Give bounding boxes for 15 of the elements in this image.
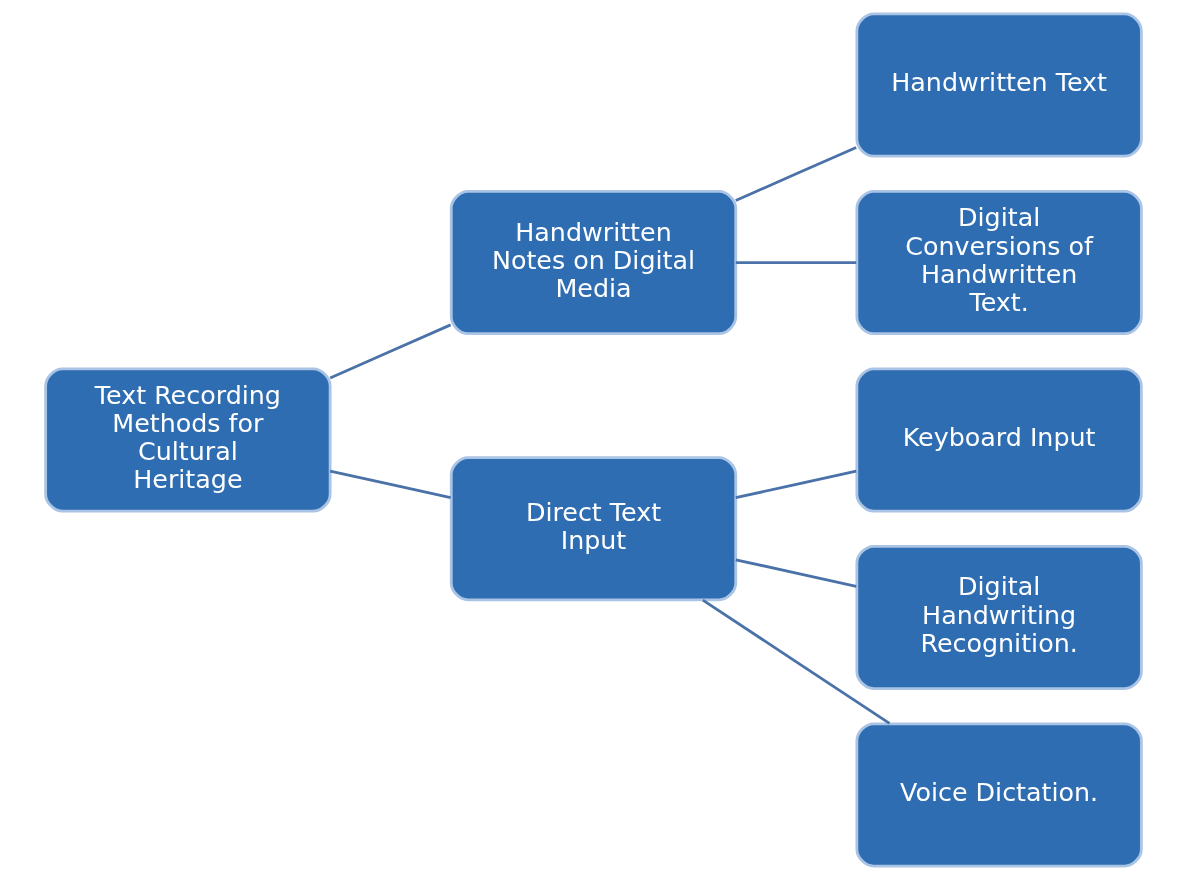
- node-box: Keyboard Input: [854, 367, 1143, 513]
- node-box: Digital Handwriting Recognition.: [854, 544, 1143, 690]
- connector: [734, 146, 857, 202]
- connector: [735, 261, 856, 264]
- node-box: Digital Conversions of Handwritten Text.: [854, 190, 1143, 336]
- node-box: Handwritten Notes on Digital Media: [449, 190, 737, 336]
- node-box: Text Recording Methods for Cultural Heritage: [43, 367, 332, 513]
- connector: [735, 558, 857, 588]
- connector: [701, 598, 890, 725]
- node-box: Handwritten Text: [854, 12, 1143, 158]
- connector: [329, 469, 451, 499]
- connector: [735, 469, 857, 500]
- node-box: Direct Text Input: [449, 456, 737, 602]
- connector: [329, 323, 451, 380]
- node-box: Voice Dictation.: [854, 722, 1143, 868]
